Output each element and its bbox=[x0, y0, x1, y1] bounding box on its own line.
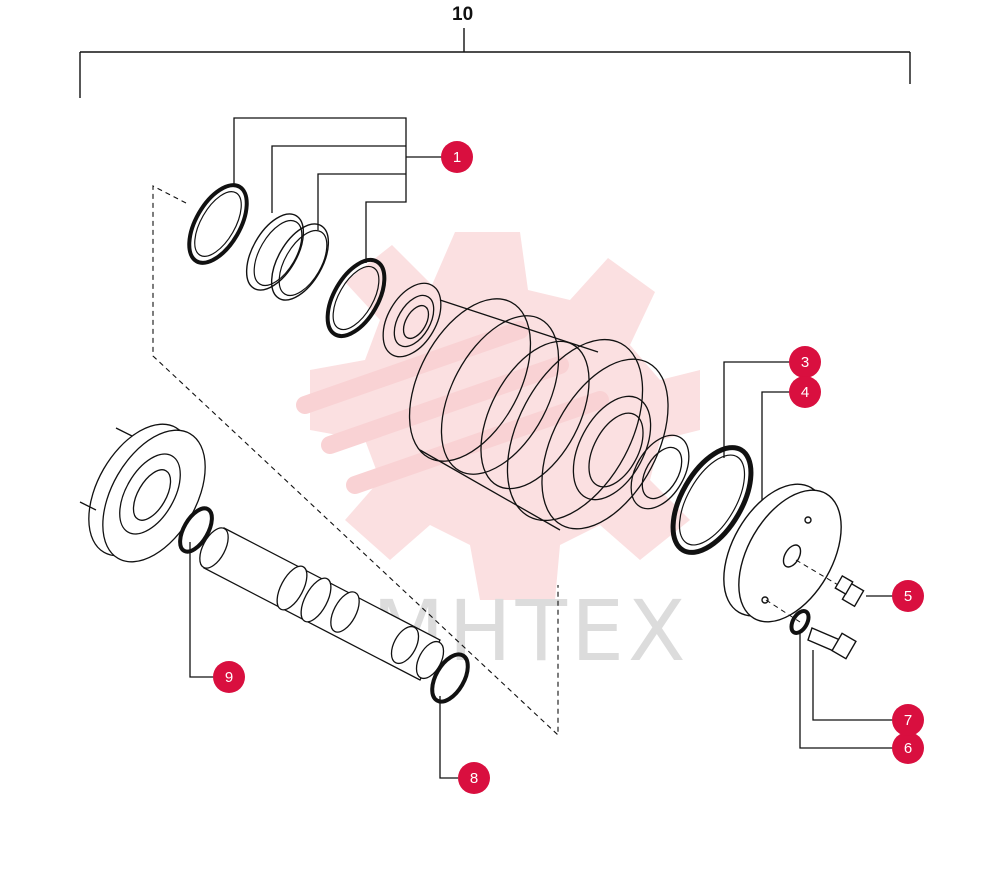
part-9-o-ring bbox=[178, 506, 214, 554]
callout-4-label: 4 bbox=[801, 384, 809, 401]
callout-5-label: 5 bbox=[904, 588, 912, 605]
assembly-label: 10 bbox=[452, 4, 473, 25]
callout-1: 1 bbox=[441, 141, 473, 173]
callout-8: 8 bbox=[458, 762, 490, 794]
callout-3-label: 3 bbox=[801, 354, 809, 371]
callout-7-label: 7 bbox=[904, 712, 912, 729]
right-bearing bbox=[630, 434, 690, 510]
watermark-gear bbox=[310, 232, 700, 600]
part-7-bolt bbox=[807, 627, 857, 660]
callout-7: 7 bbox=[892, 704, 924, 736]
cover-center-axis bbox=[795, 559, 851, 593]
callout-4: 4 bbox=[789, 376, 821, 408]
dashed-enclosure bbox=[152, 185, 559, 737]
callout-3: 3 bbox=[789, 346, 821, 378]
callout-9: 9 bbox=[213, 661, 245, 693]
left-end-cap bbox=[79, 423, 206, 563]
part-3-o-ring bbox=[670, 445, 754, 555]
callout-5: 5 bbox=[892, 580, 924, 612]
leader-lines bbox=[189, 117, 893, 779]
left-bearing bbox=[382, 282, 442, 358]
callout-1-label: 1 bbox=[453, 149, 461, 166]
assembly-bracket bbox=[79, 28, 911, 98]
callout-6-label: 6 bbox=[904, 740, 912, 757]
part-4-end-cover bbox=[723, 483, 842, 623]
callout-8-label: 8 bbox=[470, 770, 478, 787]
part-1-seal-rings bbox=[187, 183, 387, 338]
part-5-plug bbox=[834, 574, 865, 608]
part-6-washer bbox=[789, 609, 811, 635]
shaft bbox=[199, 527, 445, 681]
callout-9-label: 9 bbox=[225, 669, 233, 686]
cover-bolt-axis bbox=[765, 599, 801, 623]
callout-6: 6 bbox=[892, 732, 924, 764]
part-8-snap-ring bbox=[430, 652, 470, 704]
roller-body bbox=[408, 298, 669, 531]
